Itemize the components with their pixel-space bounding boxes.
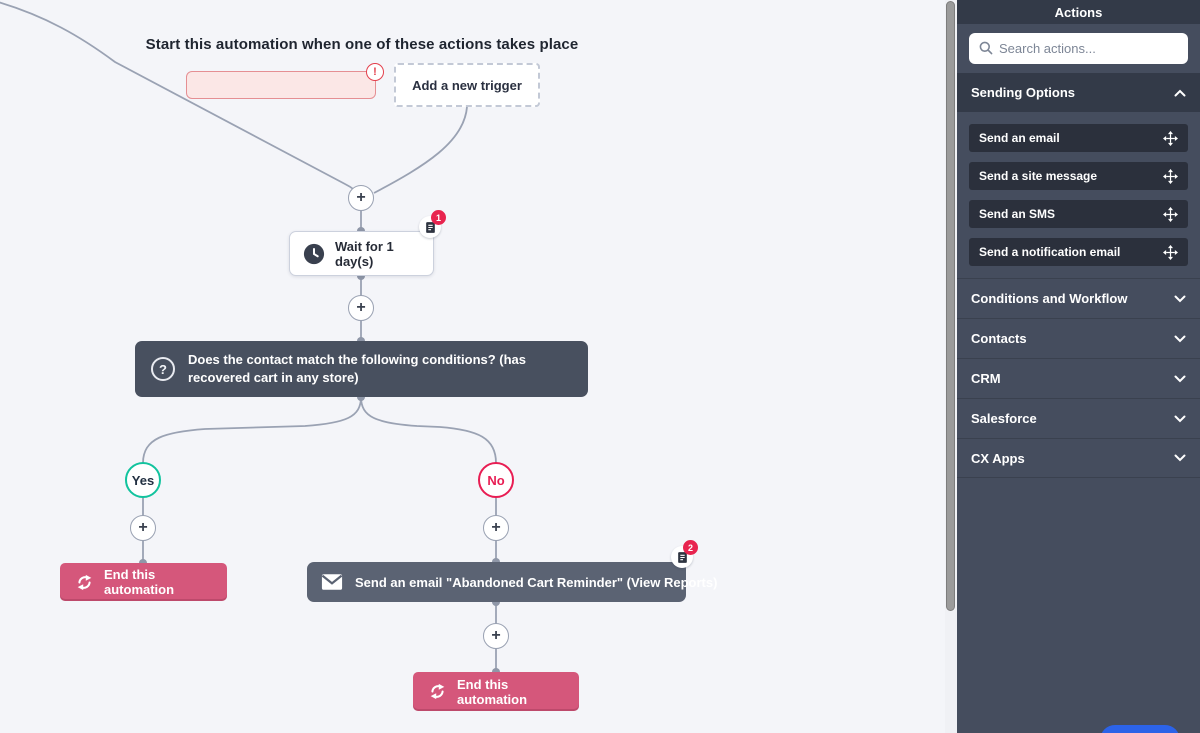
accordion-label: CX Apps — [971, 450, 1025, 466]
add-step-button-5[interactable]: + — [483, 623, 509, 649]
clock-icon — [303, 243, 325, 265]
accordion-conditions-workflow[interactable]: Conditions and Workflow — [957, 278, 1200, 318]
add-step-button-1[interactable]: + — [348, 185, 374, 211]
end-automation-node-left[interactable]: End this automation — [60, 563, 227, 601]
accordion-label: CRM — [971, 371, 1001, 386]
wait-node[interactable]: Wait for 1 day(s) — [289, 231, 434, 276]
canvas-title: Start this automation when one of these … — [145, 36, 579, 53]
end-node-label: End this automation — [457, 676, 528, 707]
sync-icon — [76, 574, 93, 591]
action-item-label: Send a site message — [979, 169, 1098, 183]
edge-condition-to-no — [360, 396, 497, 464]
sending-options-items: Send an email Send a site message Send a… — [957, 112, 1200, 278]
action-item-label: Send a notification email — [979, 245, 1121, 259]
trigger-error-icon: ! — [366, 63, 384, 81]
question-icon: ? — [151, 357, 175, 381]
branch-yes[interactable]: Yes — [125, 462, 161, 498]
action-item-label: Send an SMS — [979, 207, 1056, 221]
accordion-contacts[interactable]: Contacts — [957, 318, 1200, 358]
accordion-salesforce[interactable]: Salesforce — [957, 398, 1200, 438]
vertical-scrollbar[interactable] — [945, 0, 957, 733]
add-step-button-4[interactable]: + — [483, 515, 509, 541]
branch-no[interactable]: No — [478, 462, 514, 498]
accordion-label: Salesforce — [971, 411, 1037, 426]
chevron-down-icon — [1174, 375, 1186, 383]
send-email-node[interactable]: Send an email "Abandoned Cart Reminder" … — [307, 562, 717, 602]
actions-sidebar: Actions Sending Options Send an email — [957, 0, 1200, 733]
connector-dots — [139, 227, 500, 676]
section-sending-options[interactable]: Sending Options — [957, 73, 1200, 112]
chevron-down-icon — [1174, 415, 1186, 423]
move-icon — [1163, 168, 1178, 184]
add-step-button-2[interactable]: + — [348, 295, 374, 321]
chevron-up-icon — [1174, 89, 1186, 97]
chevron-down-icon — [1174, 335, 1186, 343]
move-icon — [1163, 206, 1178, 222]
email-node-badge[interactable]: 2 — [671, 540, 698, 568]
email-badge-count: 2 — [683, 540, 698, 555]
move-icon — [1163, 130, 1178, 146]
sidebar-title: Actions — [957, 0, 1200, 24]
action-item-send-email[interactable]: Send an email — [969, 124, 1188, 152]
action-item-label: Send an email — [979, 131, 1060, 145]
wait-node-label: Wait for 1 day(s) — [335, 238, 394, 269]
search-area — [957, 24, 1200, 73]
wait-badge-count: 1 — [431, 210, 446, 225]
primary-action-button[interactable] — [1100, 725, 1180, 733]
empty-trigger-box[interactable] — [186, 71, 376, 99]
end-node-label: End this automation — [104, 567, 175, 597]
accordion-crm[interactable]: CRM — [957, 358, 1200, 398]
accordion-label: Conditions and Workflow — [971, 291, 1128, 306]
end-automation-node-bottom[interactable]: End this automation — [413, 672, 579, 711]
flow-canvas[interactable]: Start this automation when one of these … — [0, 0, 945, 733]
search-icon — [978, 40, 994, 56]
scrollbar-thumb[interactable] — [946, 1, 955, 611]
add-trigger-button[interactable]: Add a new trigger — [394, 63, 540, 107]
move-icon — [1163, 244, 1178, 260]
action-item-send-site-message[interactable]: Send a site message — [969, 162, 1188, 190]
edge-addtrigger-to-plus — [373, 106, 468, 194]
accordion-label: Contacts — [971, 331, 1027, 346]
wait-node-badge[interactable]: 1 — [419, 210, 446, 238]
send-email-node-label: Send an email "Abandoned Cart Reminder" … — [355, 574, 718, 590]
action-item-send-notification-email[interactable]: Send a notification email — [969, 238, 1188, 266]
edge-condition-to-yes — [142, 396, 362, 464]
chevron-down-icon — [1174, 454, 1186, 462]
condition-node[interactable]: ? Does the contact match the following c… — [135, 341, 588, 397]
sync-icon — [429, 683, 446, 700]
add-step-button-3[interactable]: + — [130, 515, 156, 541]
envelope-icon — [321, 573, 343, 591]
accordion-cx-apps[interactable]: CX Apps — [957, 438, 1200, 478]
action-item-send-sms[interactable]: Send an SMS — [969, 200, 1188, 228]
section-label: Sending Options — [971, 85, 1075, 100]
condition-node-label: Does the contact match the following con… — [188, 352, 527, 385]
search-actions-input[interactable] — [969, 33, 1188, 64]
chevron-down-icon — [1174, 295, 1186, 303]
